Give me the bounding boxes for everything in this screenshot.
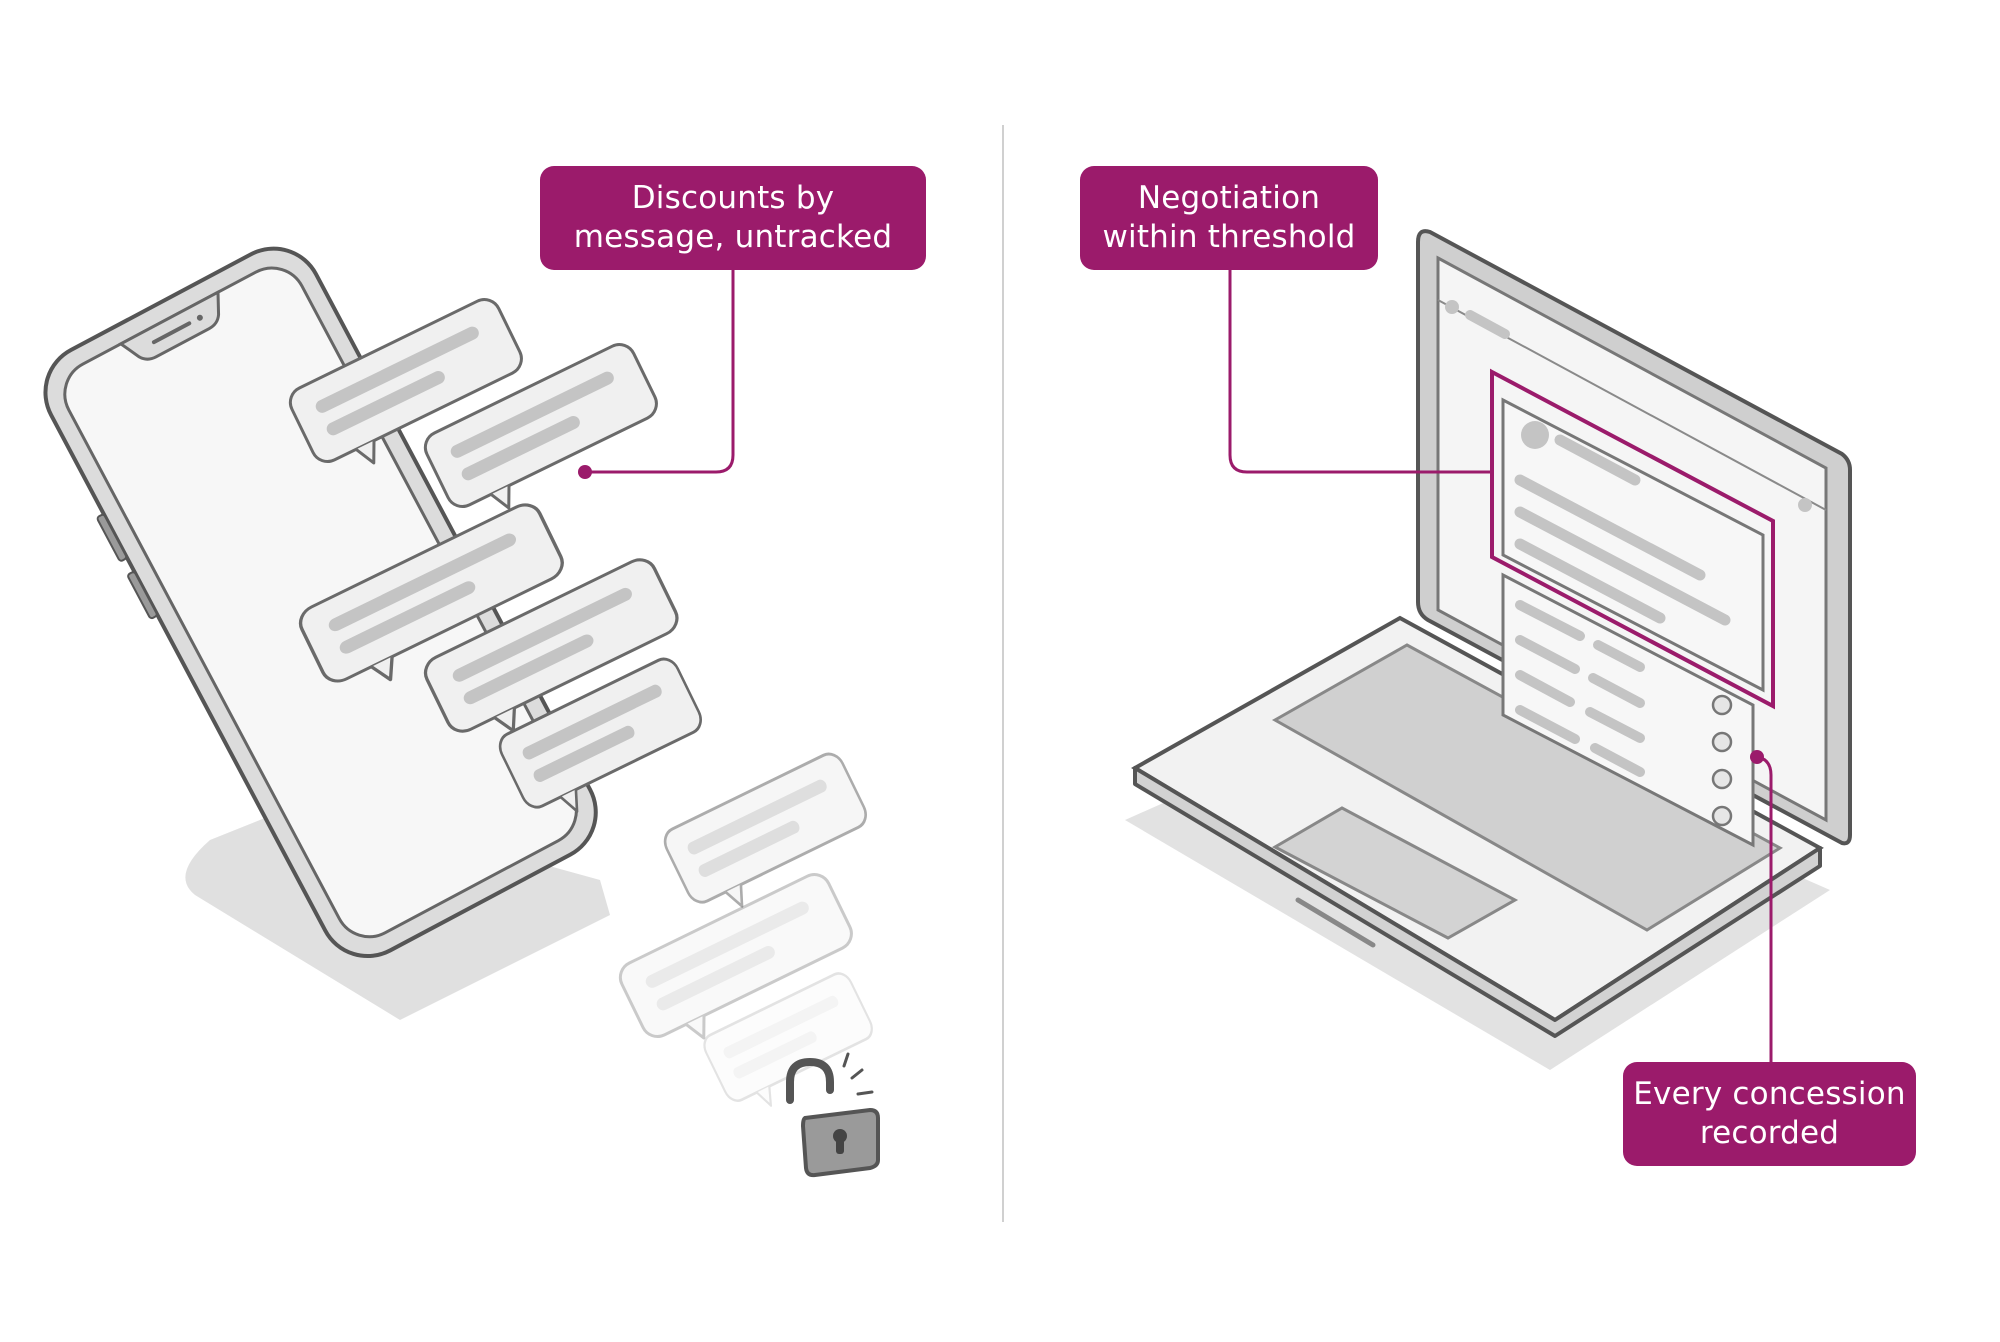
callout-negotiation-threshold: Negotiation within threshold [1080,166,1378,270]
phone-notch [118,289,221,361]
laptop-trackpad [1271,806,1519,940]
concession-row [1515,635,1733,753]
callout-anchor-dot [1750,750,1764,764]
callout-anchor-dot [578,465,592,479]
laptop-keyboard [1271,643,1783,932]
concession-row [1515,670,1733,790]
concession-list-panel [1501,572,1755,848]
phone-side-button [127,571,158,620]
callout-text-line: message, untracked [573,219,893,255]
callout-text-line: Discounts by [631,180,835,216]
callout-text-line: Negotiation [1137,180,1321,216]
callout-text-line: recorded [1699,1115,1840,1151]
concession-row [1515,600,1733,716]
callout-text-line: Every concession [1633,1076,1906,1112]
laptop-illustration [1125,229,1852,1070]
concession-row [1515,705,1733,827]
callout-discounts-untracked: Discounts by message, untracked [540,166,926,270]
unlocked-padlock-icon [786,1052,880,1178]
callout-leader-line [1228,270,1492,474]
callout-concession-recorded: Every concession recorded [1623,1062,1916,1166]
phone-illustration [43,246,886,1178]
callout-leader-line [588,270,735,474]
threshold-highlight-box [1490,368,1775,710]
phone-side-button [96,513,128,562]
callout-text-line: within threshold [1102,219,1356,255]
